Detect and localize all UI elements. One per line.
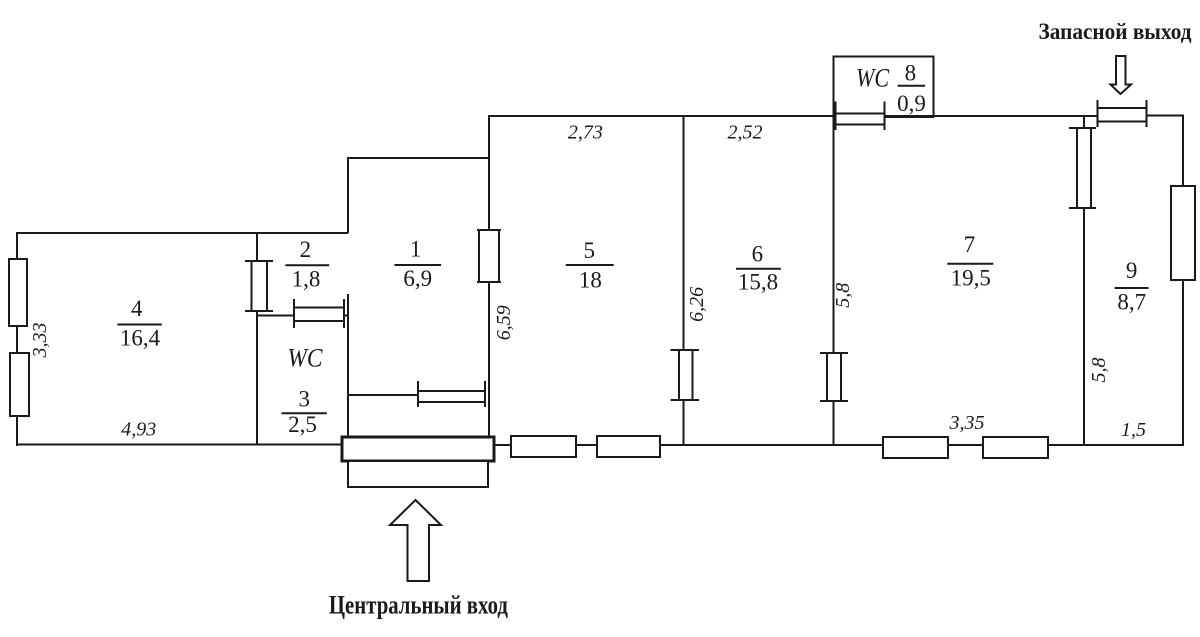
svg-text:19,5: 19,5	[951, 266, 991, 291]
svg-text:2: 2	[300, 237, 312, 262]
svg-text:2,52: 2,52	[728, 122, 763, 144]
svg-text:15,8: 15,8	[738, 270, 778, 295]
svg-text:6,59: 6,59	[493, 305, 515, 340]
svg-text:4,93: 4,93	[121, 419, 156, 441]
svg-text:WC: WC	[856, 64, 890, 93]
svg-text:2,5: 2,5	[288, 412, 317, 437]
svg-text:7: 7	[964, 232, 976, 257]
svg-text:Центральный вход: Центральный вход	[329, 591, 508, 620]
svg-text:1,5: 1,5	[1121, 419, 1146, 441]
svg-text:8: 8	[905, 61, 917, 86]
svg-text:5,8: 5,8	[832, 283, 854, 308]
svg-text:8,7: 8,7	[1117, 290, 1146, 315]
svg-text:5,8: 5,8	[1088, 358, 1110, 383]
svg-text:2,73: 2,73	[568, 122, 603, 144]
svg-text:WC: WC	[288, 344, 324, 373]
svg-text:5: 5	[584, 238, 596, 263]
svg-text:1: 1	[410, 237, 422, 262]
svg-text:16,4: 16,4	[120, 326, 161, 351]
svg-text:Запасной выход: Запасной выход	[1039, 19, 1192, 44]
svg-text:3,35: 3,35	[949, 412, 985, 434]
svg-text:9: 9	[1126, 258, 1138, 283]
svg-text:3: 3	[298, 387, 310, 412]
svg-text:4: 4	[131, 296, 143, 321]
svg-text:1,8: 1,8	[292, 266, 321, 291]
svg-text:18: 18	[579, 268, 602, 293]
svg-text:6,26: 6,26	[686, 287, 708, 322]
svg-text:0,9: 0,9	[897, 91, 926, 116]
svg-text:6,9: 6,9	[403, 266, 432, 291]
svg-text:3,33: 3,33	[29, 323, 51, 359]
svg-text:6: 6	[752, 242, 764, 267]
